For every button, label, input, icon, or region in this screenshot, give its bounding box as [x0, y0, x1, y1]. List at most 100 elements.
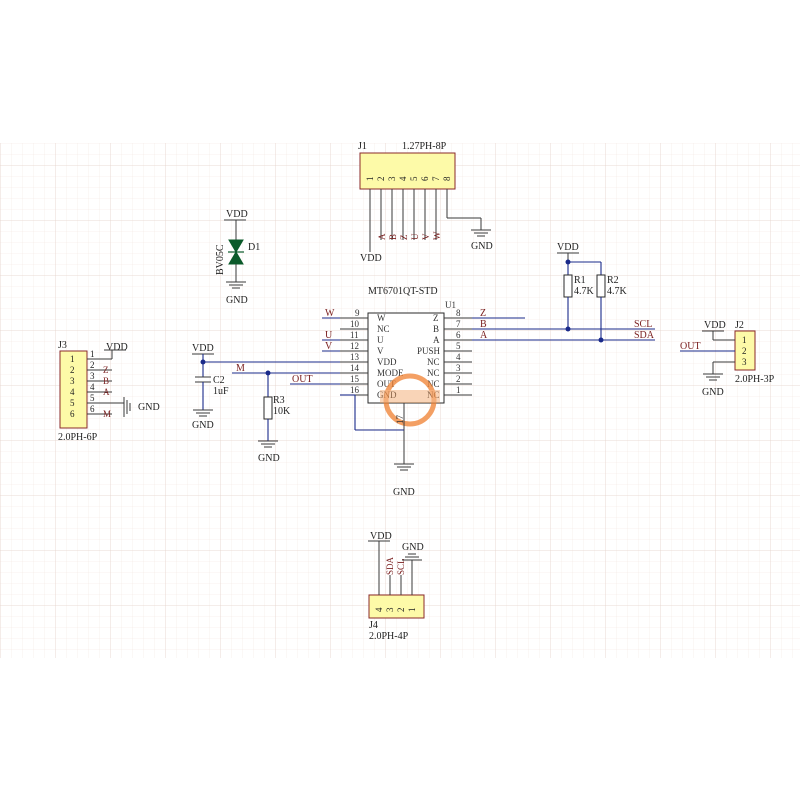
j4-pin-4: 4: [374, 607, 384, 612]
u1-pin-4: 4: [456, 352, 461, 362]
j3-leads: [87, 350, 124, 415]
r3-ground-symbol: [258, 440, 278, 448]
u1-name-u: U: [377, 335, 384, 345]
j2-vdd-label: VDD: [704, 320, 726, 331]
resistor-r2[interactable]: R2 4.7K: [568, 261, 628, 340]
u1-pin-11: 11: [350, 330, 359, 340]
j3-inner-3: 3: [70, 376, 75, 386]
u1-left-nets: W U V M OUT: [203, 308, 404, 431]
j1-pin-6: 6: [420, 176, 430, 181]
r1-ref: R1: [574, 275, 586, 286]
u1-pin-1: 1: [456, 385, 461, 395]
net-a-label: A: [480, 330, 488, 341]
j1-pin-3: 3: [387, 176, 397, 181]
j2-ground-symbol: [703, 373, 723, 381]
net-out-label: OUT: [292, 374, 313, 385]
j4-pin-1: 1: [407, 608, 417, 613]
j1-gnd-label: GND: [471, 241, 493, 252]
j1-pin-leads: [369, 189, 482, 250]
resistor-r1[interactable]: R1 4.7K: [563, 262, 595, 329]
u1-pin-16: 16: [350, 385, 360, 395]
u1-name-v: V: [377, 346, 384, 356]
connector-j4[interactable]: 4 3 2 1 J4 2.0PH-4P VDD SDA SCL GND: [368, 531, 425, 642]
d1-upper-triangle: [228, 239, 244, 253]
u1-pin-7: 7: [456, 319, 461, 329]
net-u-label: U: [325, 330, 333, 341]
j2-pin-3: 3: [742, 357, 747, 367]
connector-j2[interactable]: J2 1 2 3 2.0PH-3P VDD OUT GND: [680, 320, 775, 398]
d1-value: BV05C: [215, 244, 226, 275]
j4-leads: [378, 541, 413, 595]
j3-ref: J3: [58, 340, 67, 351]
j1-pin-5: 5: [409, 176, 419, 181]
net-scl-label: SCL: [634, 319, 652, 330]
u1-name-nc-4: NC: [427, 357, 440, 367]
u1-pin-14: 14: [350, 363, 360, 373]
j3-net-m: M: [103, 409, 111, 419]
j3-ground-symbol: [123, 397, 131, 417]
u1-name-a: A: [433, 335, 440, 345]
net-z-label: Z: [480, 308, 486, 319]
c2-ground-symbol: [193, 409, 213, 417]
connector-j3[interactable]: J3 2.0PH-6P 1 2 3 4 5 6 1 2 3 4 5 6 VDD: [58, 340, 160, 443]
j4-gnd-label: GND: [402, 542, 424, 553]
j1-net-a: A: [377, 233, 387, 240]
u1-pin-8: 8: [456, 308, 461, 318]
chip-u1[interactable]: MT6701QT-STD U1 9 10 11 12 13 14 15 16 W…: [340, 286, 472, 498]
j3-pin-numbers-inner: 1 2 3 4 5 6: [70, 354, 75, 419]
j1-net-w: W: [432, 231, 442, 240]
j3-outer-3: 3: [90, 371, 95, 381]
j3-inner-6: 6: [70, 409, 75, 419]
d1-ref: D1: [248, 242, 260, 253]
j3-inner-4: 4: [70, 387, 75, 397]
u1-value: MT6701QT-STD: [368, 286, 438, 297]
chip-watermark-logo: [380, 373, 440, 427]
j3-inner-2: 2: [70, 365, 75, 375]
u1-pin-12: 12: [350, 341, 359, 351]
u1-ground-symbol: [394, 463, 414, 471]
j2-ref: J2: [735, 320, 744, 331]
j3-pin-numbers-outer: 1 2 3 4 5 6: [90, 349, 95, 414]
u1-name-z: Z: [433, 313, 439, 323]
capacitor-c2[interactable]: VDD C2 1uF GND: [192, 343, 229, 431]
j3-gnd-label: GND: [138, 402, 160, 413]
j2-gnd-label: GND: [702, 387, 724, 398]
r2-ref: R2: [607, 275, 619, 286]
connector-j1[interactable]: J1 1.27PH-8P 1 2 3 4 5 6 7 8 A B Z: [358, 141, 493, 264]
j3-outer-6: 6: [90, 404, 95, 414]
j1-net-z: Z: [399, 235, 409, 241]
u1-right-nets: Z B A SCL SDA: [472, 308, 655, 343]
u1-pin-15: 15: [350, 374, 360, 384]
u1-pin-13: 13: [350, 352, 360, 362]
net-b-label: B: [480, 319, 487, 330]
j1-net-u: U: [410, 233, 420, 240]
resistor-r3[interactable]: R3 10K GND: [258, 373, 291, 464]
c2-gnd-label: GND: [192, 420, 214, 431]
j4-pin-2: 2: [396, 608, 406, 613]
u1-pin-17: 17: [395, 415, 405, 425]
j3-vdd-label: VDD: [106, 342, 128, 353]
diode-d1[interactable]: VDD D1 BV05C GND: [215, 209, 260, 306]
j2-out-label: OUT: [680, 341, 701, 352]
j4-ground-symbol: [402, 553, 422, 561]
u1-pin-5: 5: [456, 341, 461, 351]
u1-name-b: B: [433, 324, 439, 334]
u1-name-nc-3: NC: [427, 368, 440, 378]
j1-net-labels: A B Z U V W: [377, 231, 442, 240]
j1-pin-8: 8: [442, 176, 452, 181]
j3-net-a: A: [103, 387, 110, 397]
u1-pin-3: 3: [456, 363, 461, 373]
u1-gnd-label: GND: [393, 487, 415, 498]
j3-outer-4: 4: [90, 382, 95, 392]
u1-left-pin-numbers: 9 10 11 12 13 14 15 16: [350, 308, 360, 395]
j4-pin-3: 3: [385, 607, 395, 612]
j3-net-z: Z: [103, 365, 109, 375]
net-sda-label: SDA: [634, 330, 655, 341]
j4-value: 2.0PH-4P: [369, 631, 409, 642]
c2-ref: C2: [213, 375, 225, 386]
j1-vdd-label: VDD: [360, 253, 382, 264]
u1-right-leads: [444, 317, 472, 396]
j1-ground-symbol: [471, 229, 491, 237]
